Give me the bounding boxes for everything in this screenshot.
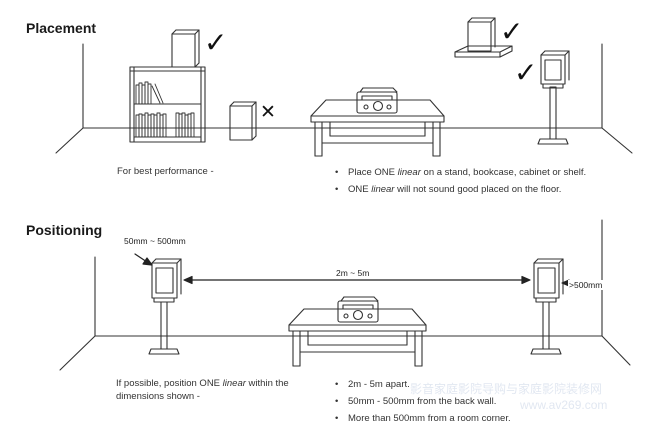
bookcase-icon [129,66,206,143]
positioning-table-icon [288,308,427,367]
placement-bullet: ONE linear will not sound good placed on… [335,181,586,198]
positioning-bullet: More than 500mm from a room corner. [335,410,511,427]
distance-label: 2m ~ 5m [336,268,370,278]
left-speaker-stand-icon [148,297,180,355]
placement-bullet: Place ONE linear on a stand, bookcase, c… [335,164,586,181]
positioning-bullet: 2m - 5m apart. [335,376,511,393]
placement-bullets: Place ONE linear on a stand, bookcase, c… [335,164,586,198]
check-icon: ✓ [514,57,538,88]
watermark-text: 影音家庭影院导购与家庭影院装修网 [410,382,603,396]
speaker-on-floor-icon [229,101,257,141]
right-speaker-stand-icon [530,297,562,355]
speaker-on-bookcase-icon [171,29,200,68]
cross-icon: ✕ [260,102,276,123]
placement-title: Placement [26,20,97,36]
positioning-intro: If possible, position ONE linear within … [116,378,289,402]
positioning-amplifier-icon [337,296,379,323]
placement-room-outline [55,43,633,154]
wall-shelf-icon [454,45,513,58]
speaker-distance-arrow [183,275,531,285]
speaker-stand-icon [537,83,569,145]
cabinet-icon [310,99,445,157]
wall-gap-label: 50mm ~ 500mm [124,236,186,246]
right-speaker-icon [533,258,564,299]
watermark-url: www.av269.com [520,398,608,412]
speaker-on-stand-icon [540,50,570,85]
positioning-bullets: 2m - 5m apart. 50mm - 500mm from the bac… [335,376,511,427]
amplifier-icon [356,87,398,114]
corner-gap-label: >500mm [568,280,604,290]
check-icon: ✓ [204,27,228,58]
speaker-on-shelf-icon [467,17,496,52]
wall-gap-arrow [134,253,153,266]
positioning-room-outline [59,219,631,371]
positioning-bullet: 50mm - 500mm from the back wall. [335,393,511,410]
left-speaker-icon [151,258,182,299]
check-icon: ✓ [500,16,524,47]
positioning-title: Positioning [26,222,103,238]
placement-intro: For best performance - [117,166,214,177]
